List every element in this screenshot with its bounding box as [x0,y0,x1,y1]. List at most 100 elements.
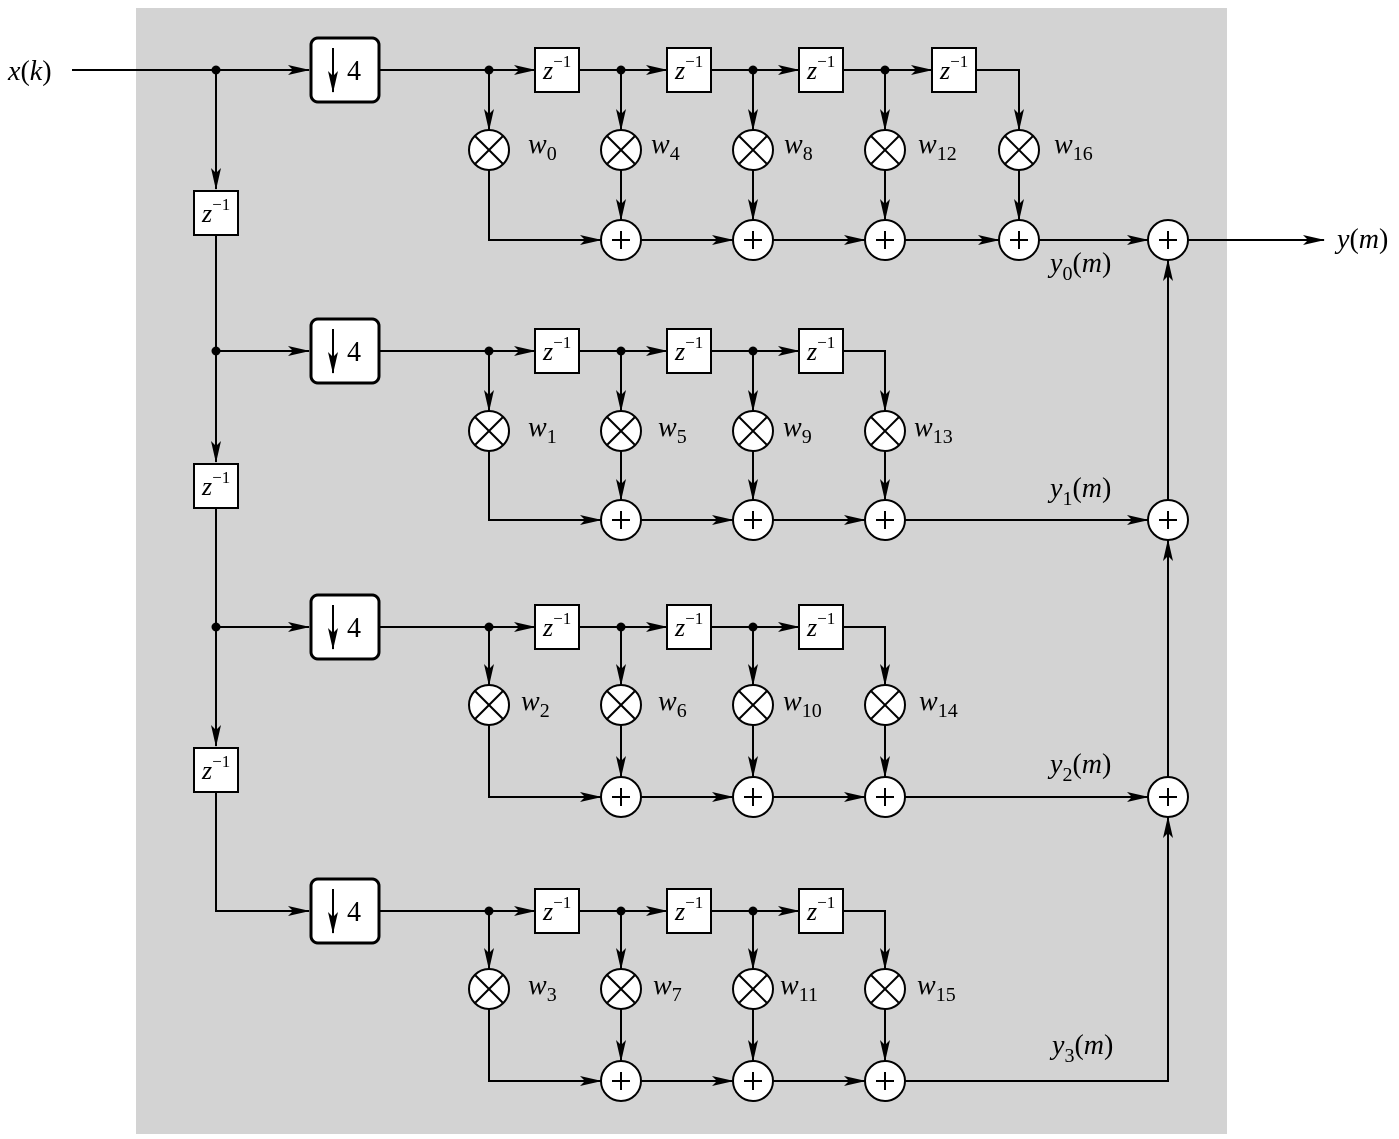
weight-label-w13: w13 [914,412,953,448]
delay-box [666,328,712,374]
tap-node [748,65,758,75]
left-delay-2: z−1 [193,463,239,509]
branch-2-adder-1 [600,776,642,818]
delay-label: z−1 [542,893,571,926]
branch-0-delay-3: z−1 [798,47,844,93]
sum-wire [488,170,602,245]
weight-label-w15: w15 [917,970,956,1006]
branch-output-label-2: y2(m) [1047,749,1111,786]
weight-label-w14: w14 [919,686,958,722]
output-signal-label: y(m) [1334,224,1388,255]
signal-wires [72,65,1325,1086]
multiplier-w3 [468,968,510,1010]
delay-label: z−1 [542,609,571,642]
multiplier-w15 [864,968,906,1010]
input-signal-label: x(k) [7,56,52,87]
branch-2-adder-2 [732,776,774,818]
branch-output-label-3: y3(m) [1049,1030,1113,1067]
weight-label-w10: w10 [783,686,822,722]
tap-node [616,906,626,916]
weight-label-w5: w5 [658,412,687,448]
left-delay-3: z−1 [193,747,239,793]
tap-node [616,346,626,356]
delay-label: z−1 [542,333,571,366]
branch-1-delay-3: z−1 [798,328,844,374]
left-delay-1: z−1 [193,190,239,236]
tap-node [484,65,494,75]
branch-0-adder-1 [600,219,642,261]
downsampler-box [309,877,381,945]
delay-label: z−1 [806,333,835,366]
sum-wire [488,725,602,802]
branch-0-adder-2 [732,219,774,261]
delay-box [534,604,580,650]
delay-box [931,47,977,93]
multiplier-w4 [600,129,642,171]
delay-label: z−1 [674,333,703,366]
downsampler-2: 4 [309,593,381,661]
downsampler-box [309,317,381,385]
branch-0-delay-4: z−1 [931,47,977,93]
delay-box [666,47,712,93]
branch-1-adder-1 [600,499,642,541]
downsampler-box [309,593,381,661]
multiplier-w7 [600,968,642,1010]
delay-label: z−1 [674,893,703,926]
tap-node [484,346,494,356]
delay-label: z−1 [201,468,230,501]
downsample-factor: 4 [347,897,361,928]
delay-box [798,888,844,934]
tap-node [484,906,494,916]
delay-box [534,328,580,374]
delay-box [666,888,712,934]
delay-box [666,604,712,650]
tap-node [616,65,626,75]
branch-1-wire [843,350,890,412]
weight-label-w11: w11 [780,970,818,1006]
multiplier-w13 [864,410,906,452]
multiplier-w10 [732,684,774,726]
downsample-factor: 4 [347,337,361,368]
branch-1-adder-2 [732,499,774,541]
multiplier-w12 [864,129,906,171]
multiplier-w14 [864,684,906,726]
multiplier-w1 [468,410,510,452]
multiplier-w2 [468,684,510,726]
downsample-factor: 4 [347,613,361,644]
tap-node [748,622,758,632]
delay-label: z−1 [806,609,835,642]
branch-3-delay-1: z−1 [534,888,580,934]
branch-output-label-1: y1(m) [1047,473,1111,510]
processing-panel [136,8,1227,1134]
branch-output-label-0: y0(m) [1047,248,1111,285]
branch-3-adder-2 [732,1060,774,1102]
downsample-factor: 4 [347,56,361,87]
sum-wire [488,451,602,525]
left-chain-wire [215,792,310,916]
downsampler-box [309,36,381,104]
branch-2-wire [843,626,890,686]
multiplier-w8 [732,129,774,171]
branch-3-delay-3: z−1 [798,888,844,934]
delay-label: z−1 [939,52,968,85]
delay-label: z−1 [542,52,571,85]
final-adder-1 [1147,499,1189,541]
branch-2-delay-1: z−1 [534,604,580,650]
branch-0-adder-3 [864,219,906,261]
delay-box [534,47,580,93]
multiplier-w9 [732,410,774,452]
split-node [211,346,221,356]
tap-node [484,622,494,632]
tap-node [748,346,758,356]
multiplier-w0 [468,129,510,171]
blocks: z−1 z−1 z−1 4 z−1 z−1 z−1 z−1 4 z−1 z−1 z−1 4 z−1 z−1 z… [193,36,1189,1102]
delay-box [534,888,580,934]
weight-label-w2: w2 [521,686,550,722]
delay-box [798,47,844,93]
branch-output-wire [905,816,1173,1082]
weight-label-w1: w1 [528,412,557,448]
split-node [211,622,221,632]
delay-box [798,604,844,650]
